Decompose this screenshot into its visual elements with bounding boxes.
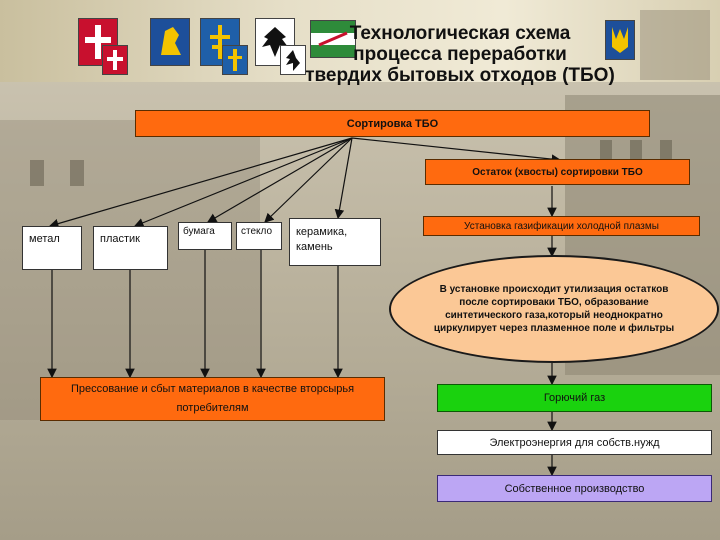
plasma-unit-label: Установка газификации холодной плазмы	[464, 220, 659, 232]
arrow-to-metal	[48, 137, 353, 229]
background-window	[70, 160, 84, 186]
page-title-line: процесса переработки	[353, 44, 567, 65]
plasma-description-text: В установке происходит утилизация остатк…	[433, 284, 675, 334]
coat-of-arms-icon	[222, 45, 248, 75]
material-label: метал	[29, 233, 60, 245]
pressing-box: Прессование и сбыт материалов в качестве…	[40, 377, 385, 421]
material-box-ceramics: керамика, камень	[289, 218, 381, 266]
coat-of-arms-icon	[280, 45, 306, 75]
background-window	[30, 160, 44, 186]
material-label: стекло	[241, 226, 273, 237]
gas-label: Горючий газ	[543, 392, 606, 404]
material-box-paper: бумага	[178, 222, 232, 250]
sorting-box: Сортировка ТБО	[135, 110, 650, 137]
arrow-to-residue	[351, 137, 562, 164]
page-title-line: твердих бытовых отходов (ТБО)	[305, 65, 615, 86]
material-label: пластик	[100, 233, 140, 245]
arrow-to-paper	[206, 137, 353, 223]
background-window	[600, 140, 612, 160]
background-window	[660, 140, 672, 160]
residue-label: Остаток (хвосты) сортировки ТБО	[472, 166, 643, 178]
coat-of-arms-icon	[102, 45, 128, 75]
plasma-unit-box: Установка газификации холодной плазмы	[423, 216, 700, 236]
background-window	[630, 140, 642, 160]
page-title-line: Технологическая схема	[349, 23, 571, 44]
coat-of-arms-icon	[150, 18, 190, 66]
trident-icon	[605, 20, 635, 60]
arrow-to-plastic	[133, 137, 353, 228]
material-box-plastic: пластик	[93, 226, 168, 270]
own-production-label: Собственное производство	[504, 482, 645, 495]
own-production-box: Собственное производство	[437, 475, 712, 502]
background-tower	[640, 10, 710, 80]
page-title: Технологическая схема процесса переработ…	[280, 23, 640, 86]
material-box-glass: стекло	[236, 222, 282, 250]
pressing-label: Прессование и сбыт материалов в качестве…	[70, 383, 355, 414]
sorting-label: Сортировка ТБО	[346, 117, 439, 130]
arrow-to-ceramics	[334, 137, 353, 220]
material-label: бумага	[183, 226, 215, 237]
residue-box: Остаток (хвосты) сортировки ТБО	[425, 159, 690, 185]
material-label: керамика, камень	[296, 226, 348, 253]
gas-box: Горючий газ	[437, 384, 712, 412]
electricity-label: Электроэнергия для собств.нужд	[489, 436, 660, 449]
material-box-metal: метал	[22, 226, 82, 270]
arrow-to-glass	[264, 137, 353, 223]
coat-of-arms-icon	[310, 20, 356, 58]
electricity-box: Электроэнергия для собств.нужд	[437, 430, 712, 455]
plasma-description-ellipse: В установке происходит утилизация остатк…	[389, 255, 719, 363]
